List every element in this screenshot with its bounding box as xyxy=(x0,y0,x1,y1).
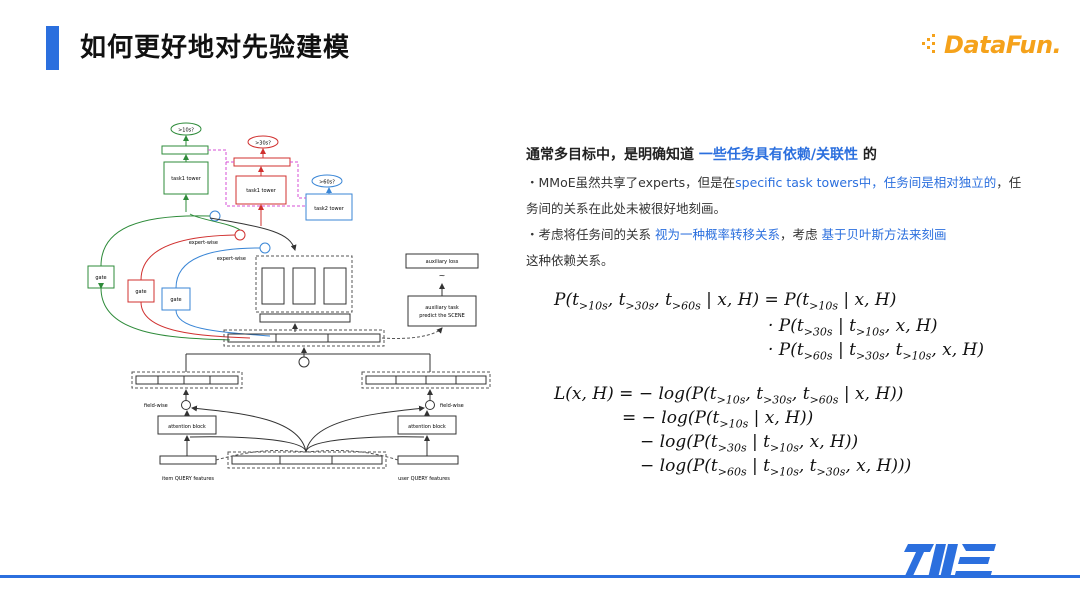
svg-text:task1 tower: task1 tower xyxy=(246,188,276,194)
model-architecture-diagram: >10s? >30s? >60s? task1 tower task1 towe… xyxy=(87,122,491,482)
output-node-60s: >60s? xyxy=(311,174,343,188)
svg-text:>10s?: >10s? xyxy=(178,128,194,134)
output-node-30s: >30s? xyxy=(247,135,279,149)
logo-text: DataFun. xyxy=(944,31,1062,59)
expert-wise-label-2: expert-wise xyxy=(217,256,246,262)
expert-wise-label-1: expert-wise xyxy=(189,240,218,246)
item-features-label: item QUERY features xyxy=(162,476,214,482)
svg-text:auxiliary loss: auxiliary loss xyxy=(426,259,459,265)
datafun-dots-icon xyxy=(922,34,935,53)
output-node-10s: >10s? xyxy=(170,122,202,136)
svg-text:attention block: attention block xyxy=(408,424,446,430)
bullet-1: ・MMoE虽然共享了experts，但是在specific task tower… xyxy=(526,175,1022,216)
bullet-2: ・考虑将任务间的关系 视为一种概率转移关系，考虑 基于贝叶斯方法来刻画这种依赖关… xyxy=(526,227,947,268)
svg-text:task1 tower: task1 tower xyxy=(171,176,201,182)
user-features-label: user QUERY features xyxy=(398,476,450,482)
experts-group xyxy=(255,255,353,313)
aux-loss-box xyxy=(405,253,479,269)
svg-text:predict the SCENE: predict the SCENE xyxy=(419,313,465,319)
description-panel: 通常多目标中，是明确知道 一些任务具有依赖/关联性 的 ・MMoE虽然共享了ex… xyxy=(526,142,1026,274)
svg-text:gate: gate xyxy=(170,297,181,303)
svg-text:auxiliary task: auxiliary task xyxy=(425,305,459,311)
svg-text:attention block: attention block xyxy=(168,424,206,430)
field-wise-label-left: field-wise xyxy=(144,403,168,409)
page-title: 如何更好地对先验建模 xyxy=(80,33,351,63)
svg-text:>30s?: >30s? xyxy=(255,141,271,147)
svg-text:>60s?: >60s? xyxy=(319,180,335,186)
svg-text:task2 tower: task2 tower xyxy=(314,206,344,212)
panel-heading: 通常多目标中，是明确知道 一些任务具有依赖/关联性 的 xyxy=(526,147,877,163)
footer-line xyxy=(0,575,1080,578)
datafun-logo: DataFun. xyxy=(922,30,1062,60)
tme-logo xyxy=(904,544,996,578)
title-accent-bar xyxy=(46,26,59,70)
aux-task-box xyxy=(407,295,477,327)
svg-text:gate: gate xyxy=(95,275,106,281)
field-wise-label-right: field-wise xyxy=(440,403,464,409)
svg-text:~: ~ xyxy=(439,271,446,280)
svg-text:gate: gate xyxy=(135,289,146,295)
